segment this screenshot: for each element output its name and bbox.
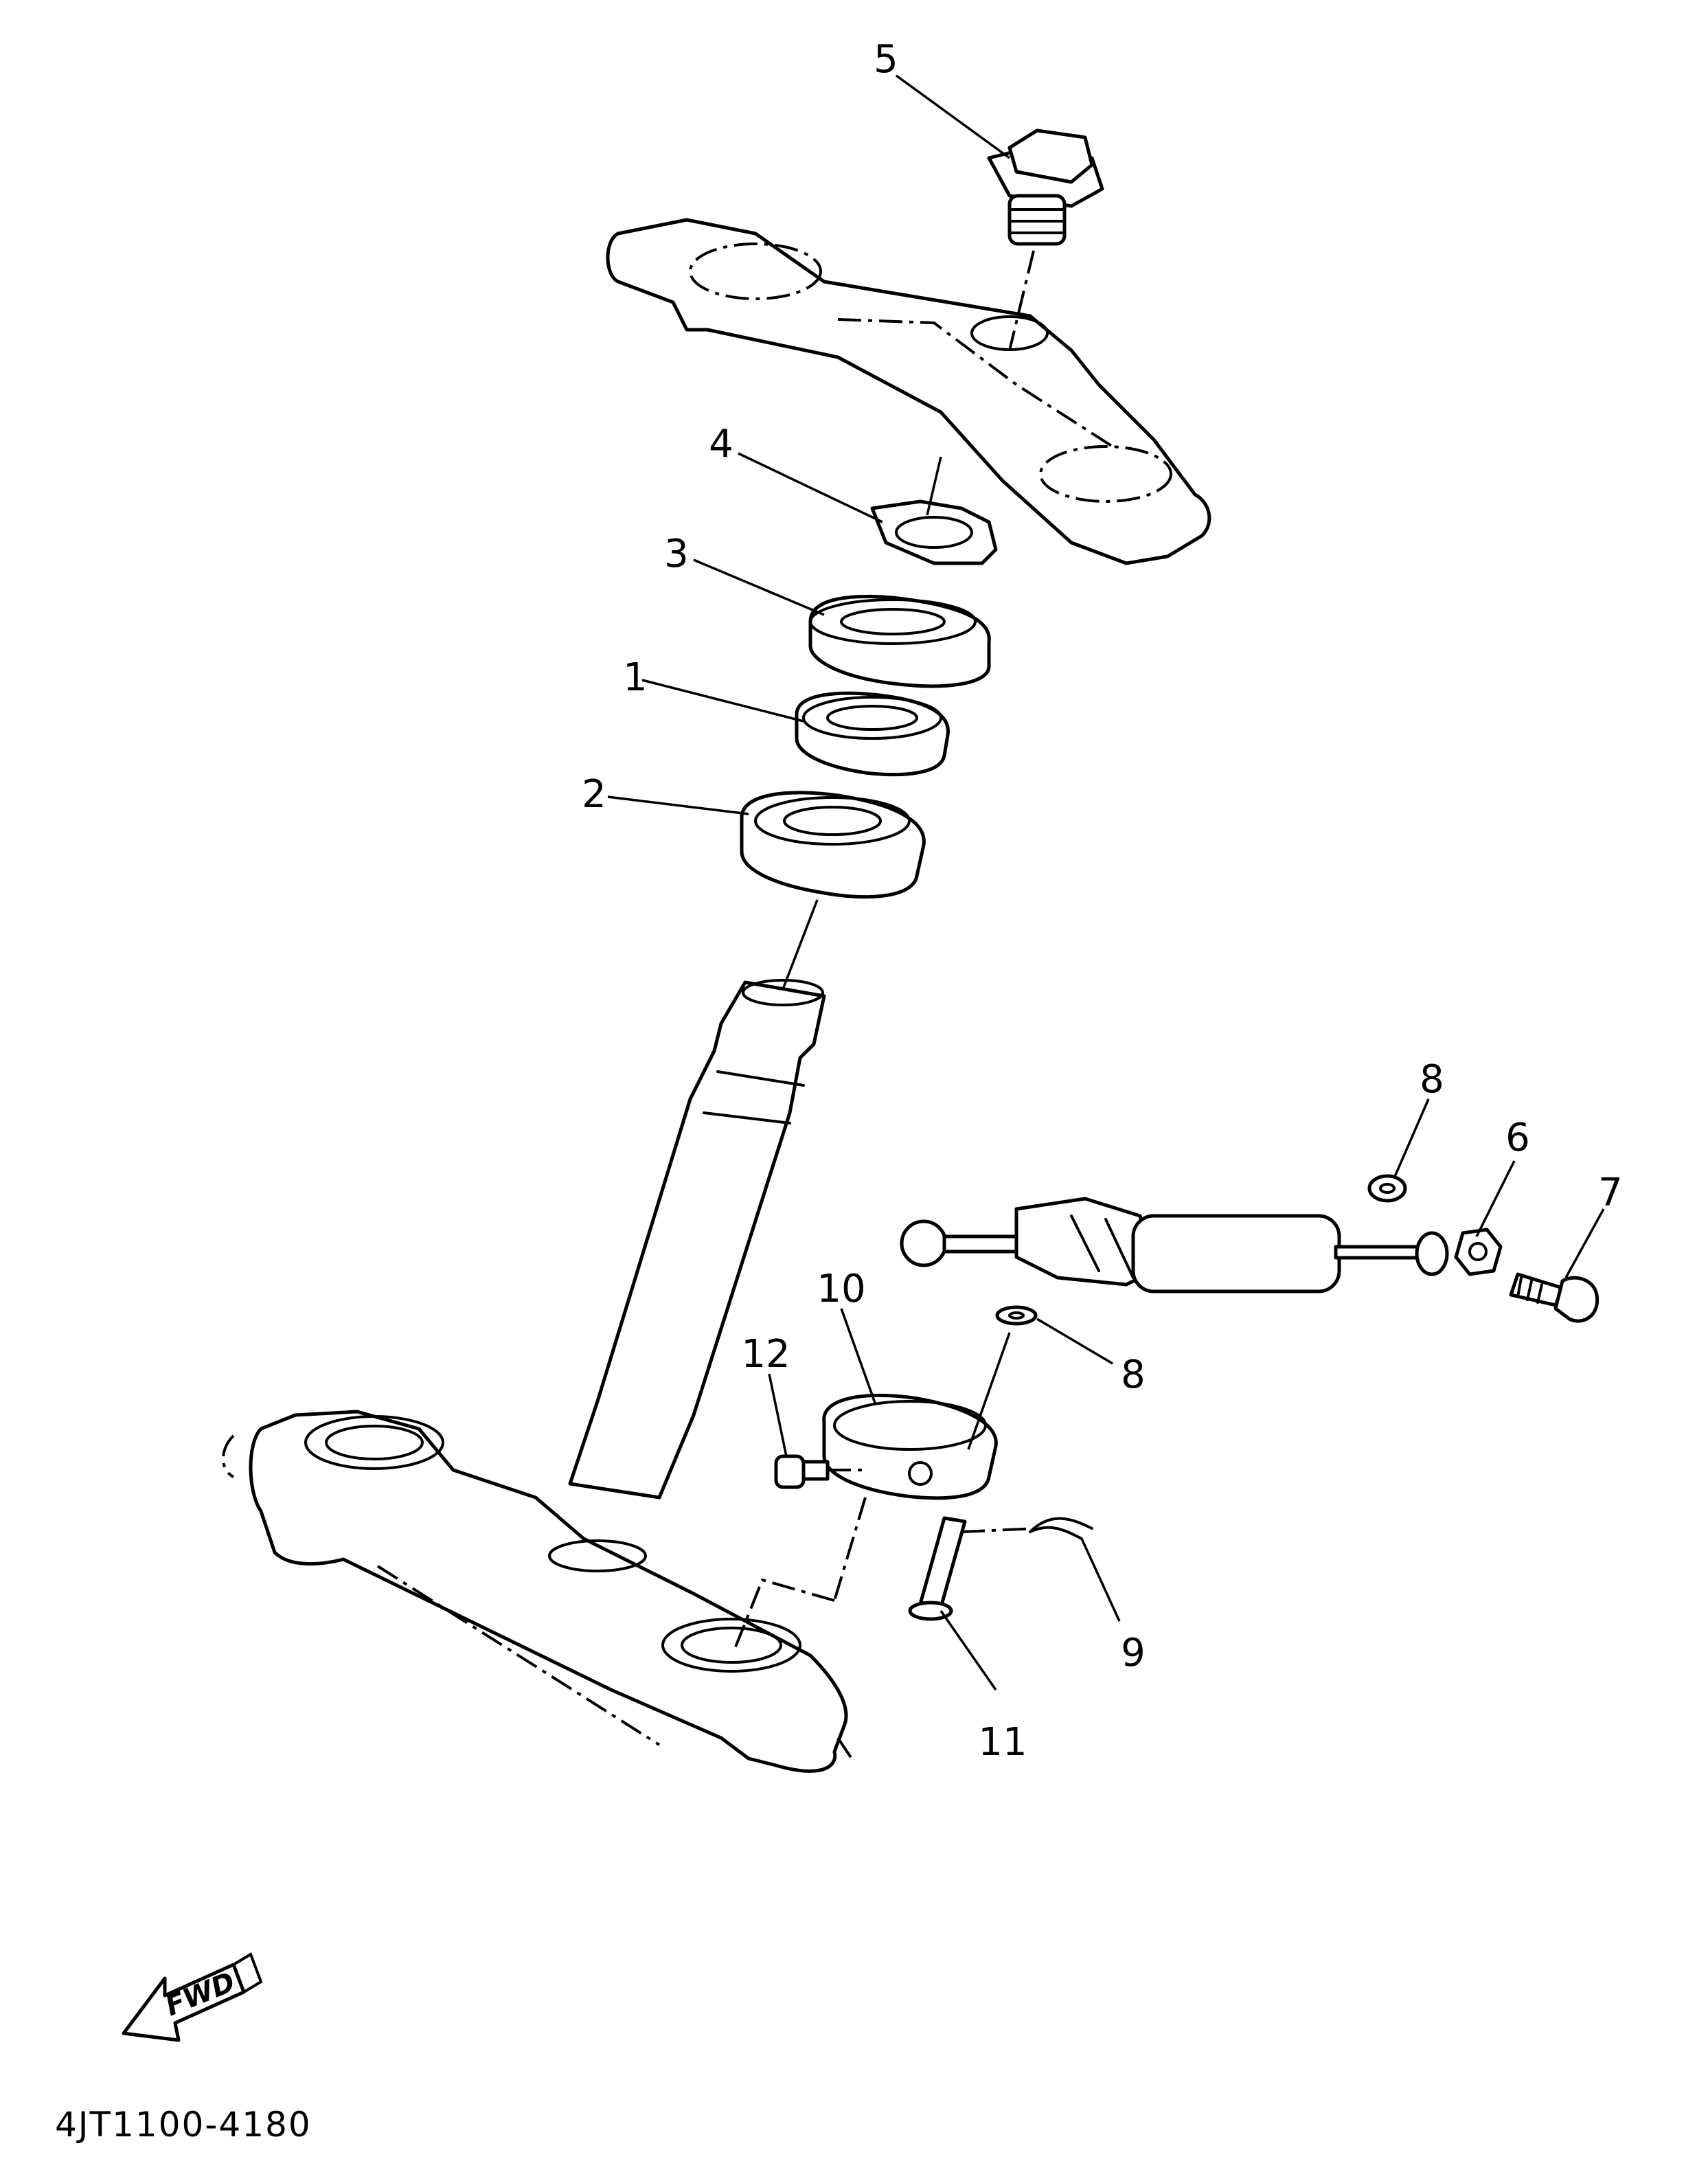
seal-ring [808,594,991,688]
callout-10: 10 [817,1267,865,1311]
damper-nut [1454,1228,1503,1276]
callout-labels: 5 4 3 1 2 8 6 7 10 12 8 9 11 [582,37,1623,1765]
washer-upper [1367,1174,1407,1203]
fwd-label: FWD [161,1966,240,2022]
ring-nut [870,456,998,565]
callout-1: 1 [623,655,648,700]
crown-bolt [987,128,1104,351]
steering-damper [900,1197,1449,1293]
damper-clamp [733,1332,1011,1649]
callout-3: 3 [664,532,689,576]
fwd-direction-arrow: FWD [122,1952,263,2042]
callout-7: 7 [1598,1171,1623,1215]
cotter-pin [1029,1517,1093,1540]
callout-8b: 8 [1121,1353,1146,1397]
damper-bolt [1509,1272,1599,1323]
callout-12: 12 [741,1332,790,1377]
lower-bracket [222,1410,853,1773]
callout-11: 11 [978,1720,1027,1765]
washer-lower [995,1305,1038,1326]
callout-2: 2 [582,772,606,817]
callout-4: 4 [709,422,733,466]
upper-bracket [606,218,1211,565]
leader-lines [607,74,1605,1691]
upper-bearing [795,691,950,777]
diagram-code: 4JT1100-4180 [55,2105,312,2145]
clevis-pin [908,1516,1038,1621]
callout-6: 6 [1505,1116,1530,1160]
callout-5: 5 [874,37,898,82]
callout-9: 9 [1121,1631,1146,1675]
steering-stem [568,979,826,1500]
lower-bearing [740,791,926,990]
clamp-bolt [774,1454,865,1489]
callout-8a: 8 [1420,1057,1444,1102]
